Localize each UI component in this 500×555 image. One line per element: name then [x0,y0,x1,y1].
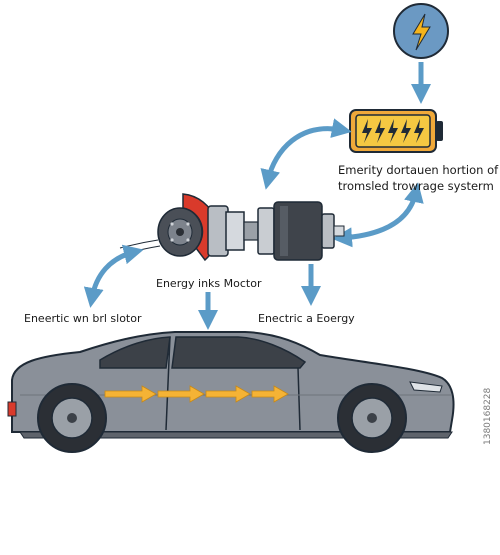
storage-label-line2: tromsled trowrage systerm [338,179,494,193]
storage-label-line1: Emerity dortauen hortion of [338,163,499,177]
arrow-battery-to-motor [260,118,352,190]
watermark-text: 1380168228 [483,387,493,445]
brake-disc-icon [119,193,219,262]
energy-flow-arrows [104,385,289,403]
power-source-icon [393,3,449,59]
storage-label: Emerity dortauen hortion of tromsled tro… [338,162,498,194]
car-icon [7,331,455,453]
rear-wheel [37,383,107,453]
electric-energy-label: Enectric a Eoergy [258,312,355,325]
battery-icon [349,109,443,153]
arrow-regen [83,244,144,308]
front-wheel [337,383,407,453]
energy-flow-diagram [7,3,455,453]
electric-motor-icon [207,201,345,261]
lightning-bolt-icon [412,13,431,51]
regen-label: Eneertic wn brl slotor [24,312,142,325]
motor-label: Energy inks Moctor [156,277,262,290]
watermark: 1380168228 [483,388,495,555]
arrow-motor-to-storage [332,182,424,248]
